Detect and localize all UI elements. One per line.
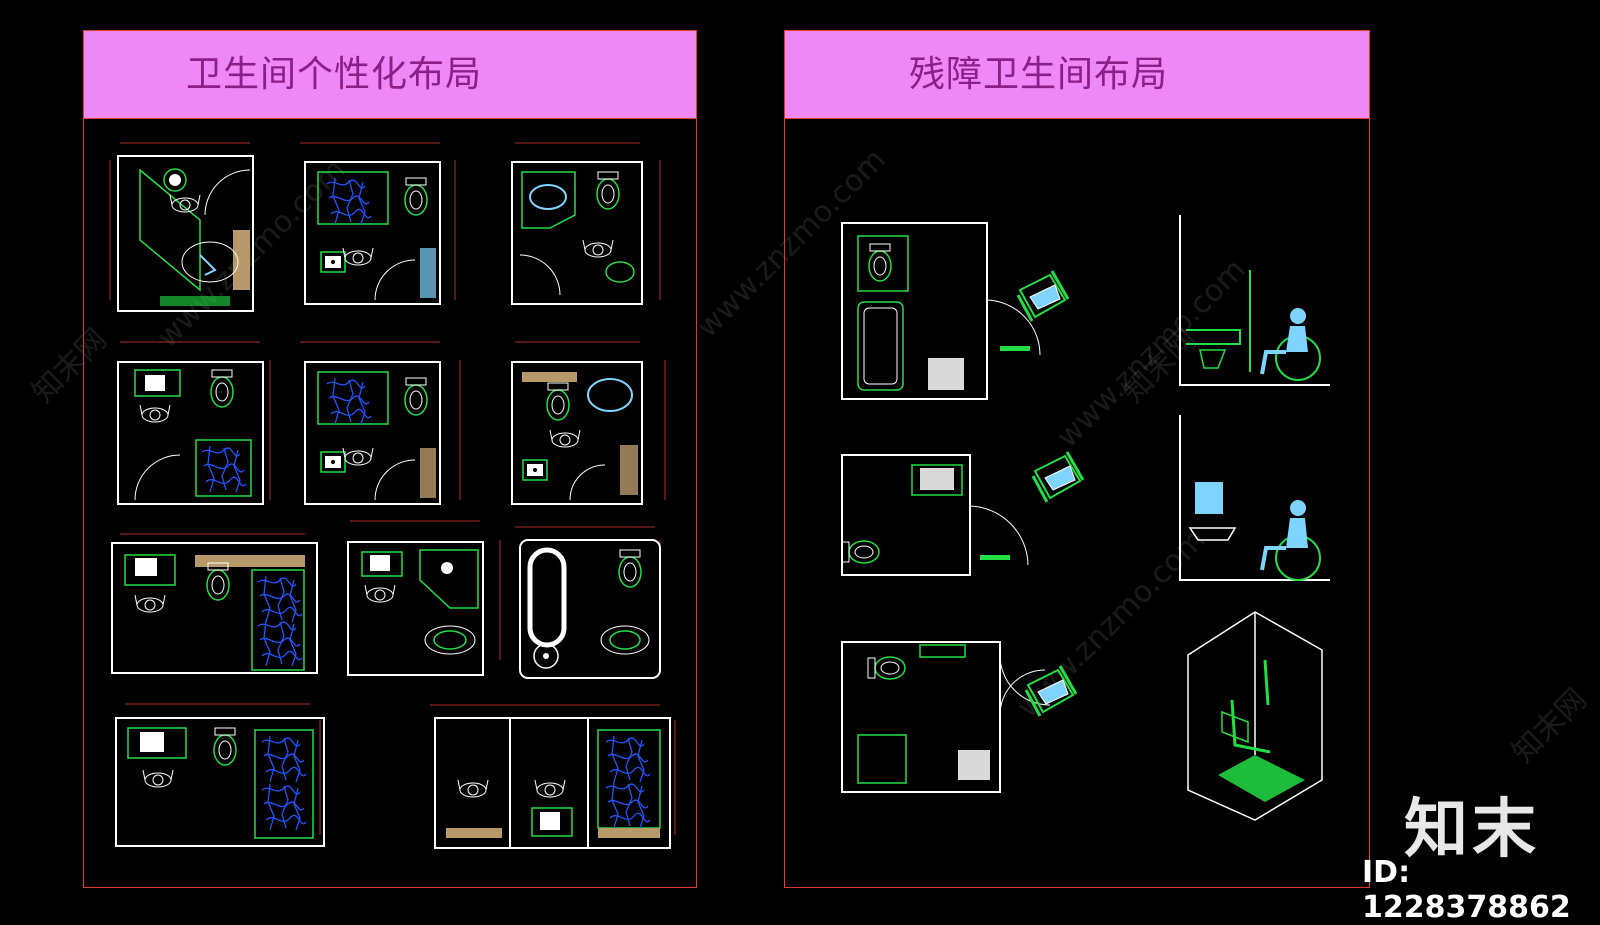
left-panel-title: 卫生间个性化布局 [186,54,483,95]
right-panel-title: 残障卫生间布局 [909,54,1169,95]
brand-logo-text: 知末 [1404,793,1540,867]
image-id-label: ID: 1228378862 [1362,855,1571,925]
right-panel-header: 残障卫生间布局 [785,31,1369,119]
left-panel-header: 卫生间个性化布局 [84,31,696,119]
left-panel: 卫生间个性化布局 [83,30,697,888]
right-panel: 残障卫生间布局 [784,30,1370,888]
